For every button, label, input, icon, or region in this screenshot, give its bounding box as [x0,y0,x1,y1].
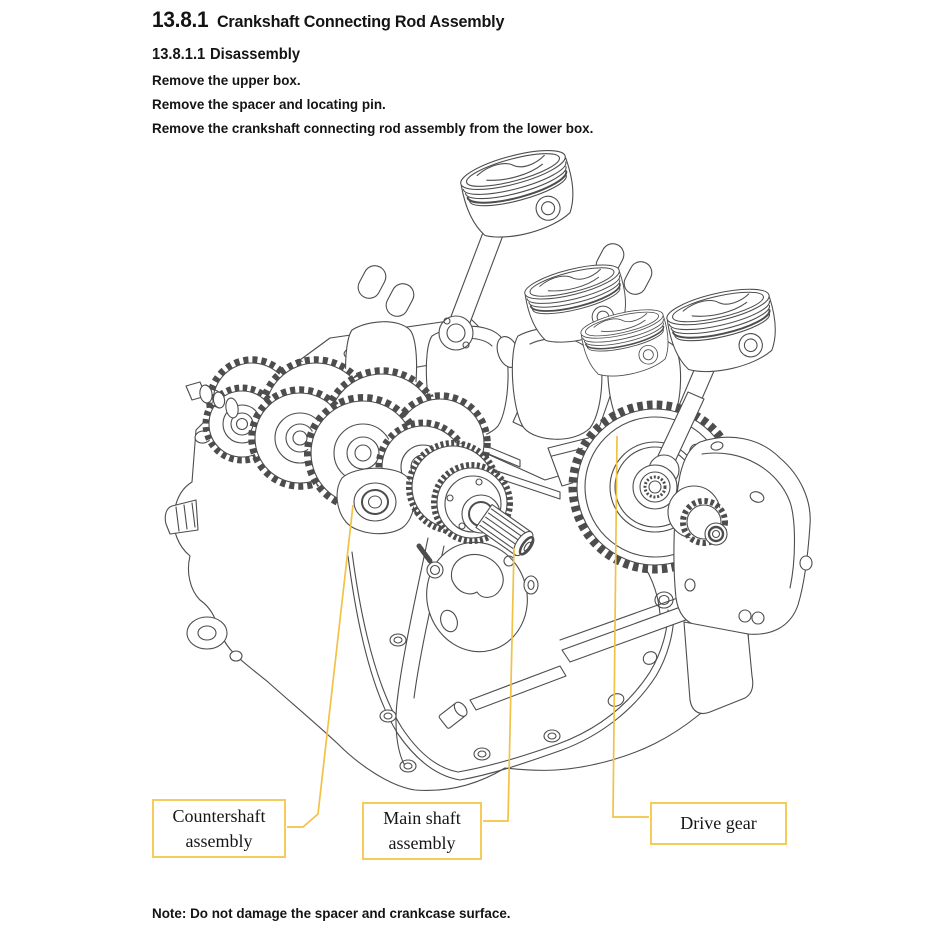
main-shaft [406,440,535,557]
bolt-head [426,561,444,579]
callout-label-line: Drive gear [680,813,757,833]
main-shaft-spline [475,503,535,557]
step-line: Remove the crankshaft connecting rod ass… [152,120,594,136]
callout-main-shaft-assembly: Main shaft assembly [362,802,482,860]
leader-main-shaft [483,547,515,822]
section-title: Crankshaft Connecting Rod Assembly [216,12,505,31]
subsection-title: Disassembly [209,46,301,63]
output-sprocket [667,485,728,546]
section-heading: 13.8.1 Crankshaft Connecting Rod Assembl… [152,7,504,33]
callout-label-line: assembly [388,833,456,853]
countershaft-gear-cluster [185,356,491,535]
callout-leader-lines [287,435,649,828]
leader-countershaft [287,504,354,828]
piston [662,280,785,382]
procedure-steps: Remove the upper box. Remove the spacer … [152,68,593,140]
countershaft-front-gears [202,384,471,515]
callout-drive-gear: Drive gear [650,802,787,845]
callout-label-line: Countershaft [172,805,266,826]
step-line: Remove the spacer and locating pin. [152,96,386,112]
callout-countershaft-assembly: Countershaft assembly [152,799,286,858]
gasket-bolt-holes [379,591,674,773]
right-side-cover [667,436,813,715]
caution-note: Note: Do not damage the spacer and crank… [152,905,511,921]
leader-drive-gear [612,435,649,818]
section-number: 13.8.1 [152,7,209,32]
locating-pin [438,701,468,729]
piston [455,141,584,248]
step-line: Remove the upper box. [152,72,301,88]
callout-label-line: assembly [185,830,253,851]
callout-label-line: Main shaft [383,808,461,828]
subsection-number: 13.8.1.1 [152,46,206,63]
